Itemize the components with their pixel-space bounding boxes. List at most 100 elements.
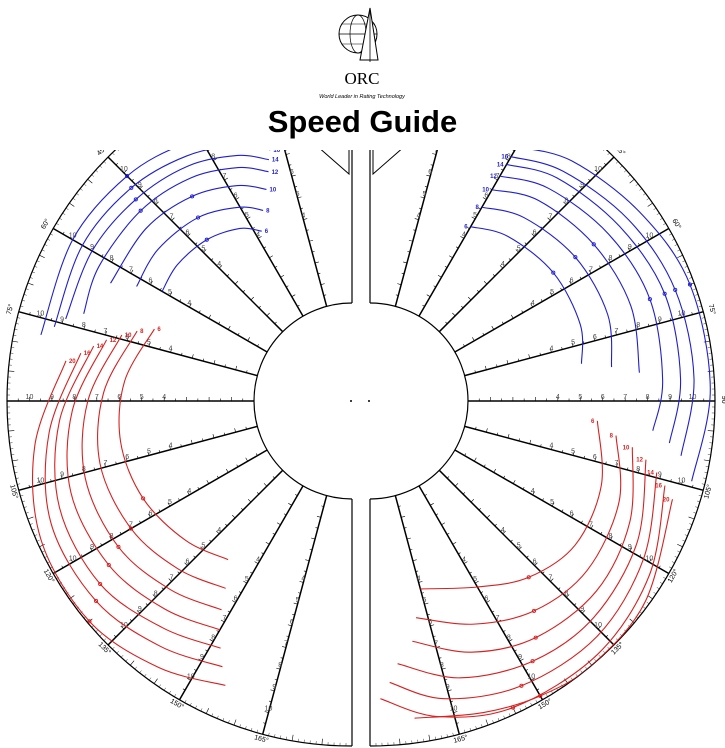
- right-tick: [482, 197, 487, 200]
- right-upwind-tws-label: 10: [482, 188, 489, 194]
- right-tick: [468, 296, 472, 301]
- right-tick-label: 8: [608, 533, 612, 540]
- right-tick: [680, 313, 682, 318]
- left-tick: [274, 321, 277, 324]
- left-degree-tick: [222, 718, 225, 721]
- left-tick: [202, 438, 204, 441]
- right-downwind-tws-label: 14: [647, 471, 654, 477]
- right-degree-tick: [682, 260, 686, 263]
- left-tick-label: 4: [256, 557, 260, 564]
- right-degree-tick: [698, 305, 702, 307]
- left-tick: [94, 329, 96, 333]
- right-minor-spoke: [647, 595, 653, 600]
- left-tick: [288, 503, 292, 506]
- right-tick: [453, 711, 458, 713]
- right-degree-tick: [619, 165, 623, 168]
- left-tick: [225, 468, 229, 473]
- right-tick-label: 5: [571, 340, 575, 347]
- right-tick: [588, 178, 591, 182]
- left-tick: [72, 473, 74, 476]
- left-tick: [276, 667, 281, 670]
- right-degree-tick: [469, 727, 472, 731]
- left-degree-tick: [99, 165, 103, 168]
- left-tick: [272, 476, 275, 479]
- right-spokes: 4567891045678910456789104567891045678910…: [375, 150, 715, 746]
- right-tick-label: 10: [527, 673, 535, 680]
- right-tick: [583, 341, 585, 344]
- left-tick: [152, 594, 156, 598]
- right-tick-label: 5: [550, 499, 554, 506]
- left-tick-label: 10: [69, 555, 77, 562]
- right-tick-label: 4: [462, 231, 466, 238]
- left-tick: [309, 548, 313, 551]
- right-tick: [471, 216, 476, 220]
- right-upwind-curve-12: [499, 175, 664, 431]
- left-tick-label: 7: [222, 615, 226, 622]
- left-tick: [234, 281, 239, 285]
- right-tick: [637, 468, 640, 473]
- left-downwind-curve-16: [44, 352, 223, 668]
- right-tick: [647, 236, 650, 240]
- right-tick: [404, 527, 407, 529]
- right-minor-spoke: [629, 179, 635, 184]
- right-angle-label: 105°: [702, 483, 714, 499]
- left-tick: [115, 461, 117, 465]
- right-tick: [415, 570, 419, 572]
- right-tick: [426, 294, 431, 297]
- left-tick: [218, 321, 221, 325]
- left-tick-label: 5: [168, 289, 172, 296]
- left-tick: [194, 669, 197, 671]
- right-tick: [463, 561, 468, 564]
- left-upwind-marker-20: [125, 174, 130, 179]
- left-tick: [216, 630, 219, 632]
- right-tick: [619, 543, 622, 546]
- right-tick: [406, 537, 411, 540]
- left-tick: [179, 299, 182, 302]
- right-upwind-marker-20: [687, 282, 693, 287]
- right-minor-spoke: [428, 734, 431, 741]
- right-degree-tick: [643, 606, 646, 609]
- left-tick: [184, 562, 188, 566]
- right-tick-label: 10: [645, 233, 653, 240]
- left-upwind-marker-14: [133, 197, 138, 202]
- right-tick: [659, 474, 662, 479]
- right-tick: [658, 565, 661, 569]
- left-degree-tick: [34, 534, 38, 536]
- right-tick: [626, 329, 628, 333]
- left-degree-tick: [17, 317, 21, 319]
- left-degree-tick: [13, 466, 17, 468]
- left-spoke-60: [48, 225, 268, 353]
- right-tick: [477, 290, 480, 293]
- right-degree-tick: [693, 288, 697, 290]
- left-tick: [62, 231, 65, 235]
- right-degree-tick: [492, 720, 494, 724]
- right-tick: [605, 461, 607, 465]
- left-tick: [242, 290, 245, 293]
- left-degree-tick: [65, 207, 69, 210]
- right-minor-spoke: [647, 202, 653, 207]
- left-tick-label: 4: [217, 527, 221, 534]
- right-tick: [403, 261, 408, 264]
- right-tick: [542, 498, 544, 501]
- right-tick-label: 10: [645, 555, 653, 562]
- left-tick: [257, 344, 259, 347]
- right-tick-label: 10: [594, 166, 602, 173]
- right-tick: [571, 342, 574, 347]
- left-degree-tick: [149, 677, 152, 681]
- right-tick: [608, 258, 611, 263]
- right-tick: [478, 508, 481, 511]
- left-tick: [116, 335, 118, 338]
- right-degree-tick: [669, 566, 672, 569]
- left-minor-spoke: [27, 516, 34, 520]
- right-tick: [493, 468, 497, 473]
- left-upwind-tws-label: 6: [265, 229, 269, 235]
- right-spoke-135: [438, 469, 619, 650]
- right-tick-label: 8: [564, 198, 568, 205]
- right-degree-tick: [525, 705, 527, 709]
- left-tick-label: 10: [187, 673, 195, 680]
- right-tick-label: 7: [434, 150, 438, 155]
- right-degree-tick: [677, 550, 681, 553]
- right-degree-tick: [659, 218, 663, 220]
- left-minor-spoke: [8, 370, 15, 372]
- left-degree-tick: [158, 684, 161, 688]
